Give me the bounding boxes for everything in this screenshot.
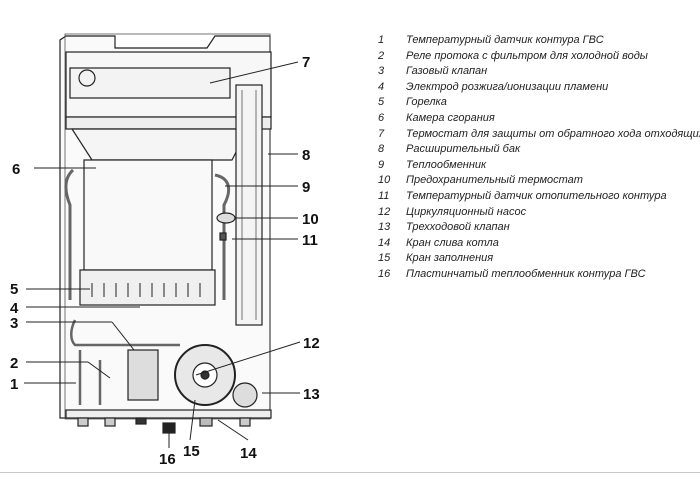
- legend-item-label: Кран заполнения: [406, 252, 494, 265]
- legend-item-label: Реле протока с фильтром для холодной вод…: [406, 49, 648, 62]
- legend-item: 4 Электрод розжига/ионизации пламени: [375, 80, 700, 96]
- callout-16: 16: [159, 451, 176, 468]
- burner: [79, 269, 216, 306]
- leader-lines: [24, 61, 301, 448]
- legend-item: 6 Камера сгорания: [375, 111, 700, 127]
- callout-11: 11: [302, 232, 318, 249]
- legend-item-label: Газовый клапан: [406, 65, 488, 78]
- legend-item-number: 4: [378, 80, 385, 93]
- legend-item-number: 13: [378, 221, 391, 234]
- legend-item-number: 3: [378, 65, 385, 78]
- legend-item: 9 Теплообменник: [375, 158, 700, 174]
- callout-14: 14: [240, 445, 257, 462]
- casing-inner: [64, 33, 271, 420]
- callout-6: 6: [12, 161, 20, 178]
- callout-15: 15: [183, 443, 200, 460]
- legend-item-number: 15: [378, 252, 391, 265]
- legend-item: 15 Кран заполнения: [375, 251, 700, 267]
- legend-item: 11 Температурный датчик отопительного кон…: [375, 189, 700, 205]
- legend-item: 1 Температурный датчик контура ГВС: [375, 33, 700, 49]
- legend-item-number: 5: [378, 96, 385, 109]
- legend-item: 10 Предохранительный термостат: [375, 173, 700, 189]
- callout-5: 5: [10, 281, 18, 298]
- legend-item: 14 Кран слива котла: [375, 236, 700, 252]
- legend-item-label: Трехходовой клапан: [406, 221, 510, 234]
- heat-exchanger-pipe-left: [64, 168, 75, 300]
- three-way-valve: [232, 382, 258, 408]
- hydraulic-pipes: [70, 319, 180, 405]
- callout-numbers: 1 2 3 4 5 6 7 8 9 10 11 12 13 14 15 16: [10, 54, 320, 468]
- legend-item-label: Пластинчатый теплообменник контура ГВС: [406, 267, 646, 280]
- legend-item-number: 8: [378, 143, 385, 156]
- legend-item: 8 Расширительный бак: [375, 142, 700, 158]
- legend-item: 16 Пластинчатый теплообменник контура ГВС: [375, 267, 700, 283]
- callout-9: 9: [302, 179, 310, 196]
- callout-2: 2: [10, 355, 18, 372]
- legend-item-number: 14: [378, 236, 391, 249]
- legend-item-number: 6: [378, 111, 385, 124]
- legend-item-number: 10: [378, 174, 391, 187]
- legend-item: 3 Газовый клапан: [375, 64, 700, 80]
- boiler-drawing: [59, 33, 272, 434]
- base-plate: [65, 409, 272, 419]
- callout-12: 12: [303, 335, 320, 352]
- legend-item-label: Предохранительный термостат: [406, 174, 583, 187]
- callout-8: 8: [302, 147, 310, 164]
- legend-item-label: Циркуляционный насос: [406, 205, 527, 218]
- legend-item-label: Электрод розжига/ионизации пламени: [406, 80, 609, 93]
- legend-item-label: Температурный датчик отопительного конту…: [406, 189, 667, 202]
- callout-4: 4: [10, 300, 19, 317]
- legend-item-label: Теплообменник: [406, 158, 487, 171]
- legend-item-number: 11: [378, 189, 390, 202]
- legend-item: 7 Термостат для защиты от обратного хода …: [375, 127, 700, 143]
- legend-item-label: Камера сгорания: [406, 111, 495, 124]
- callout-7: 7: [302, 54, 310, 71]
- legend-item: 12 Циркуляционный насос: [375, 205, 700, 221]
- legend-item-number: 2: [378, 49, 385, 62]
- legend-item-number: 1: [378, 34, 385, 46]
- legend-item-number: 12: [378, 205, 391, 218]
- legend-item: 2 Реле протока с фильтром для холодной в…: [375, 49, 700, 65]
- plate-heat-exchanger-knob: [162, 422, 176, 434]
- legend-item-label: Горелка: [406, 96, 447, 109]
- legend-item: 5 Горелка: [375, 95, 700, 111]
- legend-item-number: 9: [378, 158, 385, 171]
- legend-item-label: Расширительный бак: [406, 143, 521, 156]
- component-legend: 1 Температурный датчик контура ГВС 2 Реле …: [375, 33, 700, 283]
- legend-item: 13 Трехходовой клапан: [375, 220, 700, 236]
- legend-item-label: Кран слива котла: [406, 236, 499, 249]
- gas-valve-body: [127, 349, 159, 401]
- callout-3: 3: [10, 315, 18, 332]
- callout-13: 13: [303, 386, 320, 403]
- expansion-tank: [235, 84, 263, 326]
- bottom-divider: [0, 472, 700, 473]
- flue-hole: [78, 69, 96, 87]
- legend-item-number: 7: [378, 127, 385, 140]
- combustion-chamber: [83, 159, 213, 271]
- callout-10: 10: [302, 211, 319, 228]
- legend-item-label: Термостат для защиты от обратного хода о…: [406, 127, 700, 140]
- draft-hood: [70, 128, 249, 161]
- legend-item-label: Температурный датчик контура ГВС: [406, 34, 604, 46]
- heating-temp-sensor: [219, 232, 227, 241]
- legend-item-number: 16: [378, 267, 391, 280]
- safety-thermostat: [216, 212, 236, 224]
- callout-1: 1: [10, 376, 18, 393]
- heat-exchanger-pipe-right: [214, 173, 231, 300]
- hood: [69, 67, 231, 99]
